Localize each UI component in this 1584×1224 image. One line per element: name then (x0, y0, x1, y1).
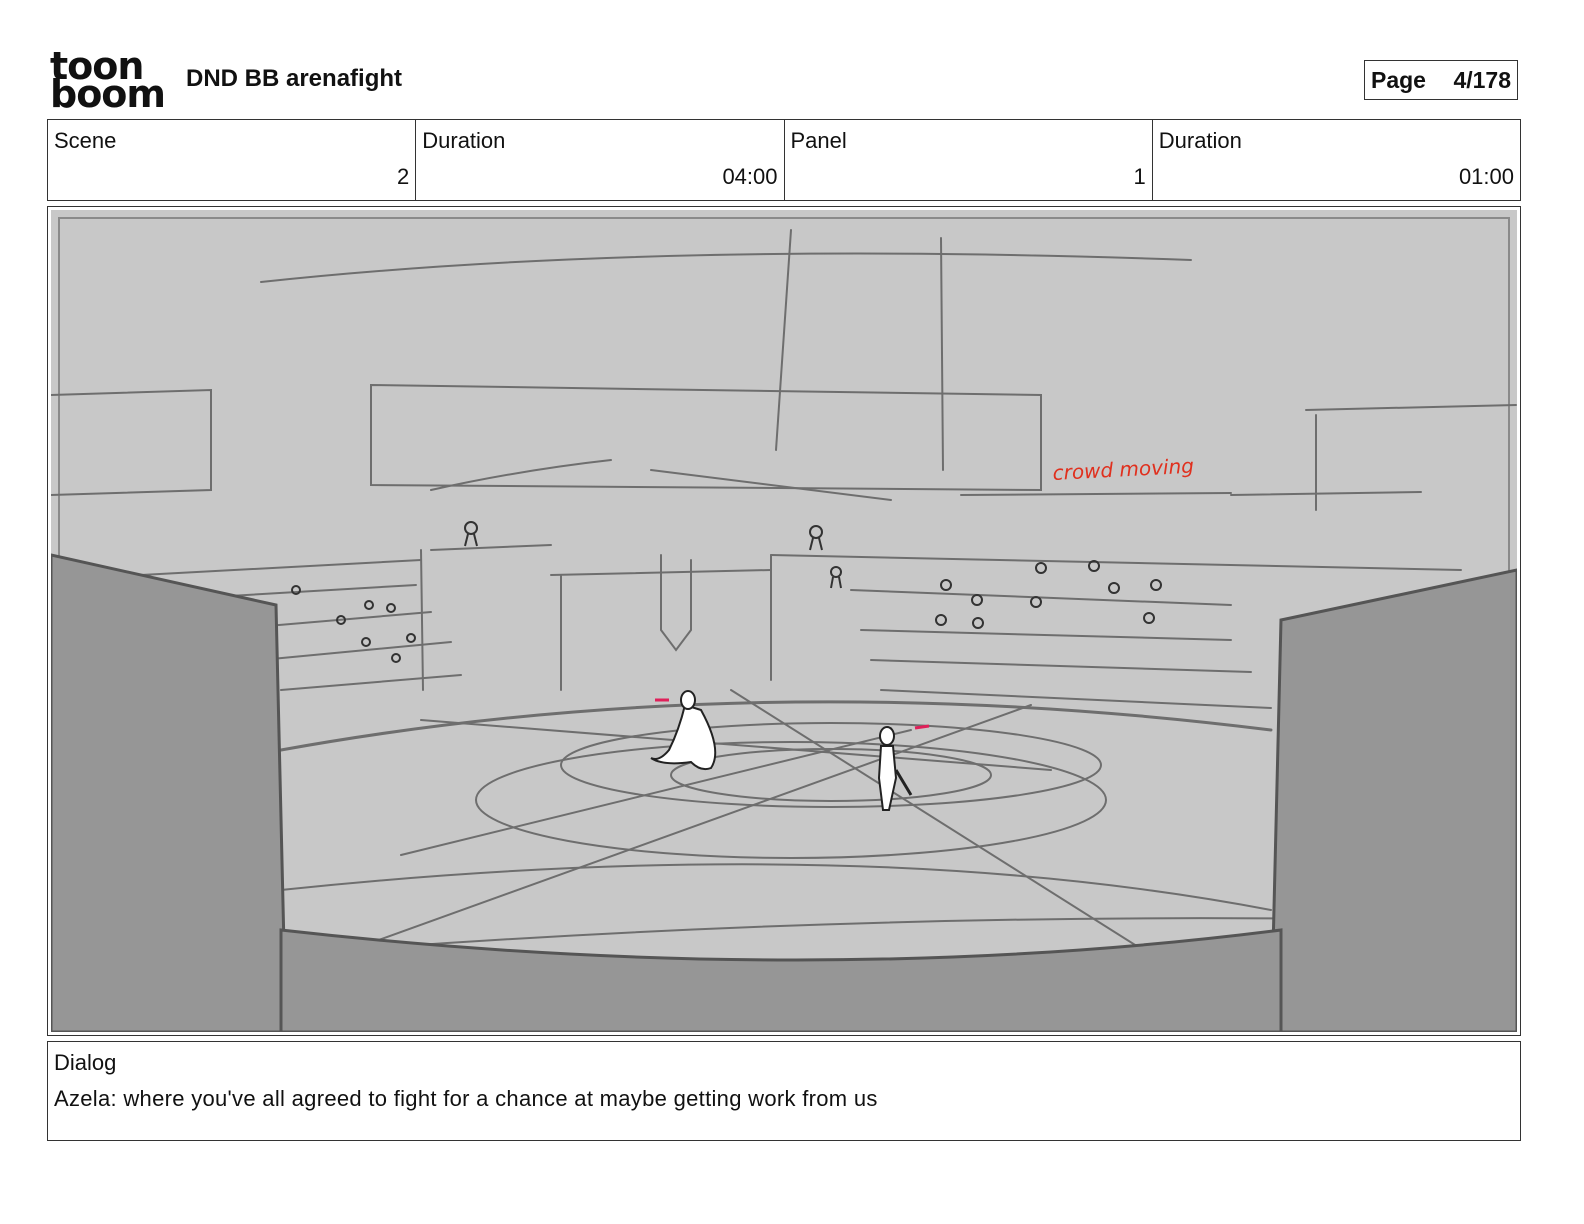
page-label: Page (1371, 66, 1426, 93)
scene-value: 2 (397, 164, 410, 189)
left-wall (51, 553, 288, 1032)
arena-sketch: crowd moving (51, 210, 1517, 1032)
dialog-box: Dialog Azela: where you've all agreed to… (47, 1041, 1521, 1141)
panel-duration-label: Duration (1158, 128, 1242, 153)
right-wall (1269, 568, 1517, 1032)
panel-duration-cell: Duration 01:00 (1153, 120, 1520, 200)
scene-cell: Scene 2 (48, 120, 417, 200)
dialog-text: Azela: where you've all agreed to fight … (54, 1086, 878, 1111)
logo-line-1: toon (50, 44, 144, 88)
scene-duration-value: 04:00 (722, 164, 778, 189)
project-title: DND BB arenafight (186, 65, 403, 92)
panel-cell: Panel 1 (785, 120, 1153, 200)
dialog-label: Dialog (54, 1050, 117, 1075)
toonboom-logo: toon boom (50, 44, 166, 116)
fighter-left (650, 690, 717, 771)
front-barrier (279, 928, 1283, 1032)
page-value: 4/178 (1453, 66, 1511, 93)
scene-label: Scene (54, 128, 117, 153)
panel-label: Panel (790, 128, 847, 153)
storyboard-panel: crowd moving (47, 206, 1521, 1036)
panel-value: 1 (1133, 164, 1146, 189)
arena-background-lines (51, 229, 1517, 956)
scene-duration-cell: Duration 04:00 (416, 120, 785, 200)
panel-duration-value: 01:00 (1458, 164, 1514, 189)
logo-line-2: boom (50, 72, 166, 116)
motion-arrow-right (914, 724, 930, 730)
page-indicator: Page 4/178 (1364, 60, 1518, 100)
fighter-right (877, 726, 913, 811)
scene-info-table: Scene 2 Duration 04:00 Panel 1 Duration … (47, 119, 1521, 201)
scene-duration-label: Duration (422, 128, 506, 153)
crowd-figures (291, 521, 1162, 663)
